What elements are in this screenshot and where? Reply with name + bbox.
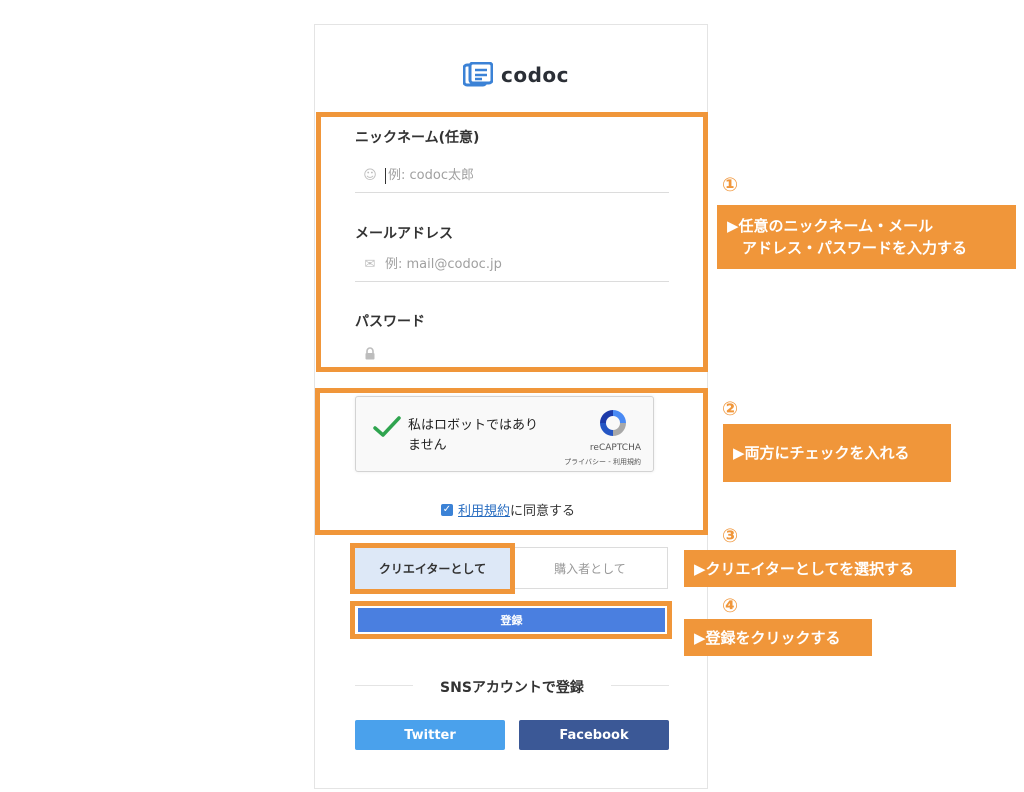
recaptcha-links[interactable]: プライバシー - 利用規約	[564, 458, 641, 466]
codoc-logo-icon	[463, 62, 493, 87]
lock-icon	[365, 346, 375, 359]
email-label: メールアドレス	[355, 226, 453, 242]
step-4-marker: ④	[722, 595, 739, 617]
register-button[interactable]: 登録	[358, 608, 665, 632]
brand-name: codoc	[501, 63, 570, 87]
codoc-logo: codoc	[463, 62, 569, 88]
password-input[interactable]	[385, 345, 645, 361]
terms-link[interactable]: 利用規約	[458, 504, 511, 519]
role-buyer-button[interactable]: 購入者として	[512, 547, 668, 589]
sns-divider-right	[611, 685, 669, 686]
password-field[interactable]	[355, 336, 669, 370]
captcha-text: 私はロボットではあり ません	[408, 418, 539, 453]
agree-suffix: に同意する	[510, 504, 576, 519]
email-field[interactable]: ✉	[355, 248, 669, 282]
note-1: ▶任意のニックネーム・メール アドレス・パスワードを入力する	[717, 205, 1016, 269]
role-creator-button[interactable]: クリエイターとして	[355, 547, 510, 589]
note-4: ▶登録をクリックする	[684, 619, 872, 656]
nickname-field[interactable]: ☺	[355, 159, 669, 193]
step-3-marker: ③	[722, 525, 739, 547]
text-cursor	[385, 167, 386, 184]
checkmark-icon[interactable]	[372, 415, 402, 439]
sns-divider-left	[355, 685, 413, 686]
terms-agree[interactable]: ✓ 利用規約に同意する	[441, 500, 575, 519]
sns-title: SNSアカウントで登録	[440, 680, 584, 696]
twitter-button[interactable]: Twitter	[355, 720, 505, 750]
nickname-input[interactable]	[388, 168, 648, 183]
recaptcha-logo-icon	[600, 410, 626, 436]
password-label: パスワード	[355, 314, 425, 330]
agree-checkbox[interactable]: ✓	[441, 503, 453, 516]
smile-icon: ☺	[363, 168, 377, 183]
highlight-box-3	[350, 543, 515, 594]
note-2: ▶両方にチェックを入れる	[723, 424, 951, 482]
step-1-marker: ①	[722, 174, 739, 196]
highlight-box-1	[316, 112, 708, 372]
note-3: ▶クリエイターとしてを選択する	[684, 550, 956, 587]
highlight-box-2	[315, 388, 708, 535]
facebook-button[interactable]: Facebook	[519, 720, 669, 750]
recaptcha-brand: reCAPTCHA	[589, 443, 641, 453]
nickname-label: ニックネーム(任意)	[355, 130, 480, 146]
highlight-box-4	[350, 601, 672, 639]
recaptcha-widget[interactable]: 私はロボットではあり ません reCAPTCHA プライバシー - 利用規約	[355, 396, 654, 472]
step-2-marker: ②	[722, 398, 739, 420]
mail-icon: ✉	[364, 257, 376, 272]
email-input[interactable]	[385, 257, 645, 272]
